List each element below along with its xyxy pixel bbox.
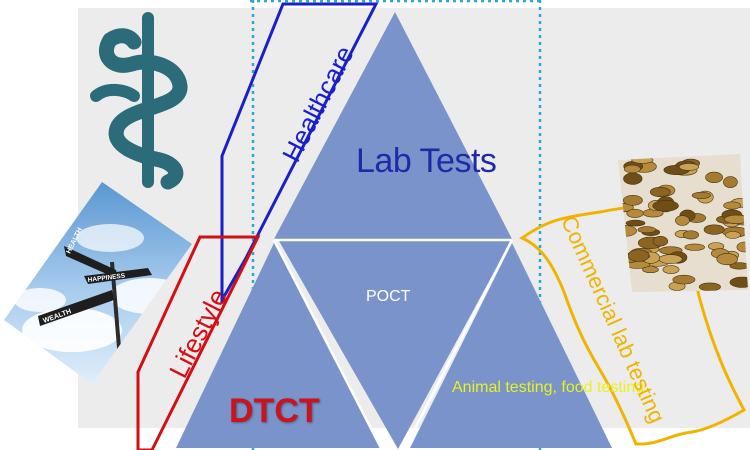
coin	[724, 214, 748, 224]
dtct-label: DTCT	[229, 392, 320, 430]
coin	[725, 231, 741, 239]
coin	[716, 253, 738, 266]
coin	[723, 176, 738, 188]
coin	[675, 215, 690, 226]
coin	[682, 230, 699, 240]
coin	[637, 226, 656, 234]
coin	[631, 156, 654, 164]
coin	[652, 200, 679, 212]
coins-photo	[618, 154, 748, 292]
triangle-dividers	[272, 238, 514, 450]
coin	[729, 276, 748, 288]
coin	[723, 201, 741, 210]
triangle-poct	[279, 241, 511, 449]
coin	[627, 249, 650, 262]
poct-label: POCT	[366, 288, 411, 305]
signpost-photo: HEALTH HAPPINESS WEALTH	[4, 182, 192, 384]
coin	[626, 208, 644, 218]
caduceus-icon	[90, 12, 188, 190]
coin	[705, 171, 724, 183]
coin	[625, 219, 646, 227]
coin	[678, 163, 700, 171]
coin	[698, 282, 721, 292]
coin	[736, 241, 748, 253]
animal-testing-label: Animal testing, food testing	[452, 379, 645, 396]
coin	[729, 262, 748, 270]
coin	[652, 236, 669, 247]
coin	[618, 225, 637, 237]
coin	[623, 164, 641, 174]
coin	[623, 195, 643, 206]
signpost-arrow-happiness: HAPPINESS	[87, 272, 126, 284]
triangle-lab-tests	[274, 12, 512, 239]
coin	[649, 187, 671, 198]
coin	[703, 224, 725, 235]
healthcare-band	[220, 2, 379, 306]
coin	[658, 254, 683, 264]
lab-tests-label: Lab Tests	[356, 142, 497, 180]
coin	[672, 274, 696, 285]
coin	[691, 191, 711, 199]
coin	[623, 172, 643, 185]
coin	[642, 266, 659, 273]
triangle-animal-testing	[410, 243, 612, 448]
triangle-dtct	[176, 243, 382, 448]
coin	[684, 243, 705, 251]
coin	[662, 265, 680, 274]
guide-lines	[250, 0, 542, 450]
lifestyle-band	[136, 235, 261, 450]
